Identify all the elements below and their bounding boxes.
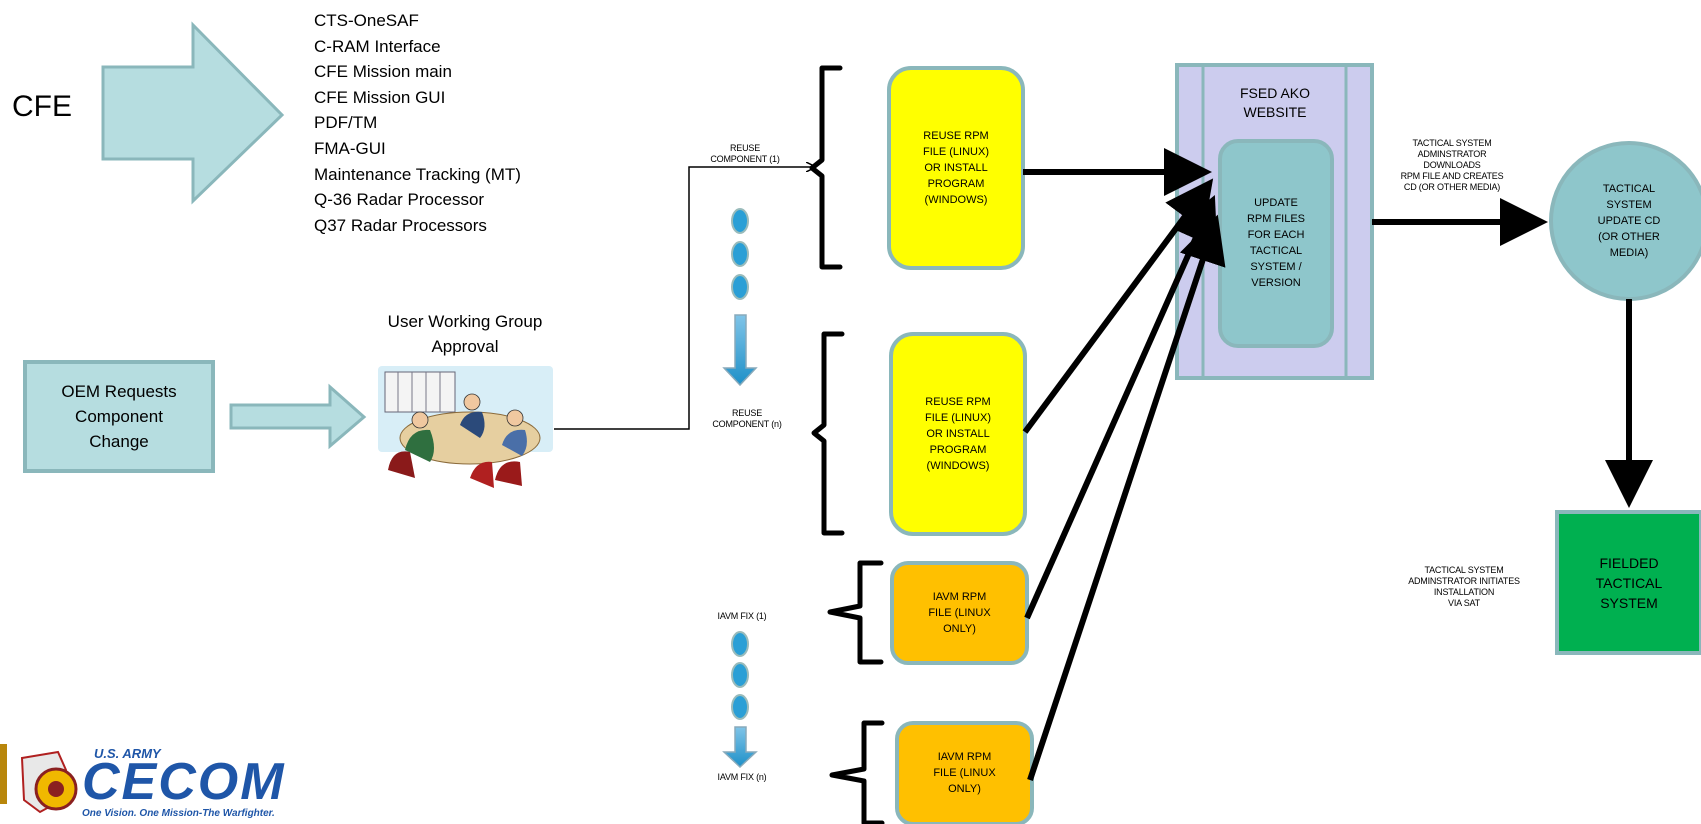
reuse-rpm-text-n: REUSE RPM FILE (LINUX) OR INSTALL PROGRA… — [924, 396, 991, 472]
ellipsis-dots-reuse — [731, 208, 749, 300]
iavm-fix-1-label: IAVM FIX (1) — [717, 611, 767, 621]
down-arrow-iavm — [722, 726, 758, 769]
iavm-rpm-text-1: IAVM RPM FILE (LINUX ONLY) — [928, 591, 991, 635]
brace-reuse-n — [811, 331, 845, 536]
component-item: FMA-GUI — [314, 138, 386, 158]
ellipsis-dots-iavm — [731, 631, 749, 720]
update-rpm-text: UPDATE RPM FILES FOR EACH TACTICAL SYSTE… — [1246, 197, 1306, 289]
oem-request-box: OEM Requests Component Change — [23, 360, 215, 473]
component-item: CFE Mission GUI — [314, 87, 446, 107]
meeting-clipart — [378, 366, 553, 488]
component-item: Maintenance Tracking (MT) — [314, 164, 521, 184]
user-working-group-label: User Working Group Approval — [387, 312, 543, 356]
fielded-system-text: FIELDED TACTICAL SYSTEM — [1595, 555, 1663, 611]
down-arrow-reuse — [722, 314, 758, 387]
component-item: CTS-OneSAF — [314, 11, 419, 30]
component-item: C-RAM Interface — [314, 36, 441, 56]
iavm-rpm-text-n: IAVM RPM FILE (LINUX ONLY) — [933, 751, 996, 795]
reuse-rpm-box-1 — [887, 66, 1025, 270]
oem-line: Component — [75, 407, 163, 426]
reuse-component-1-label: REUSE COMPONENT (1) — [710, 143, 780, 164]
oem-arrow — [229, 383, 367, 450]
initiates-label: TACTICAL SYSTEM ADMINSTRATOR INITIATES I… — [1408, 565, 1520, 608]
downloads-label: TACTICAL SYSTEM ADMINSTRATOR DOWNLOADS R… — [1400, 138, 1504, 192]
thick-arrows — [1022, 148, 1653, 781]
reuse-rpm-text-1: REUSE RPM FILE (LINUX) OR INSTALL PROGRA… — [922, 130, 989, 206]
component-item: Q37 Radar Processors — [314, 215, 487, 235]
cfe-label: CFE — [12, 90, 72, 123]
logo-name: CECOM — [82, 753, 286, 811]
fsed-website-title: FSED AKO WEBSITE — [1239, 85, 1311, 120]
logo-tagline: One Vision. One Mission-The Warfighter. — [82, 808, 275, 819]
brace-reuse-1 — [809, 65, 843, 270]
cfe-big-arrow — [101, 21, 285, 205]
logo-org: U.S. ARMY — [94, 746, 161, 761]
iavm-fix-n-label: IAVM FIX (n) — [717, 772, 767, 782]
brace-iavm-n — [829, 720, 885, 824]
cecom-logo-graphic — [0, 744, 78, 814]
component-item: Q-36 Radar Processor — [314, 190, 485, 210]
approval-flow-line — [554, 167, 815, 430]
component-item: PDF/TM — [314, 113, 378, 133]
cecom-logo: U.S. ARMY CECOM One Vision. One Mission-… — [0, 742, 330, 824]
brace-iavm-1 — [827, 560, 884, 665]
fielded-system-box — [1555, 510, 1701, 655]
reuse-rpm-box-n — [889, 332, 1027, 536]
oem-line: OEM Requests — [61, 382, 177, 401]
component-list: CTS-OneSAF C-RAM Interface CFE Mission m… — [314, 8, 521, 238]
tactical-cd-text: TACTICAL SYSTEM UPDATE CD (OR OTHER MEDI… — [1597, 183, 1661, 259]
component-item: CFE Mission main — [314, 62, 452, 82]
reuse-component-n-label: REUSE COMPONENT (n) — [712, 408, 782, 429]
oem-line: Change — [89, 432, 149, 451]
